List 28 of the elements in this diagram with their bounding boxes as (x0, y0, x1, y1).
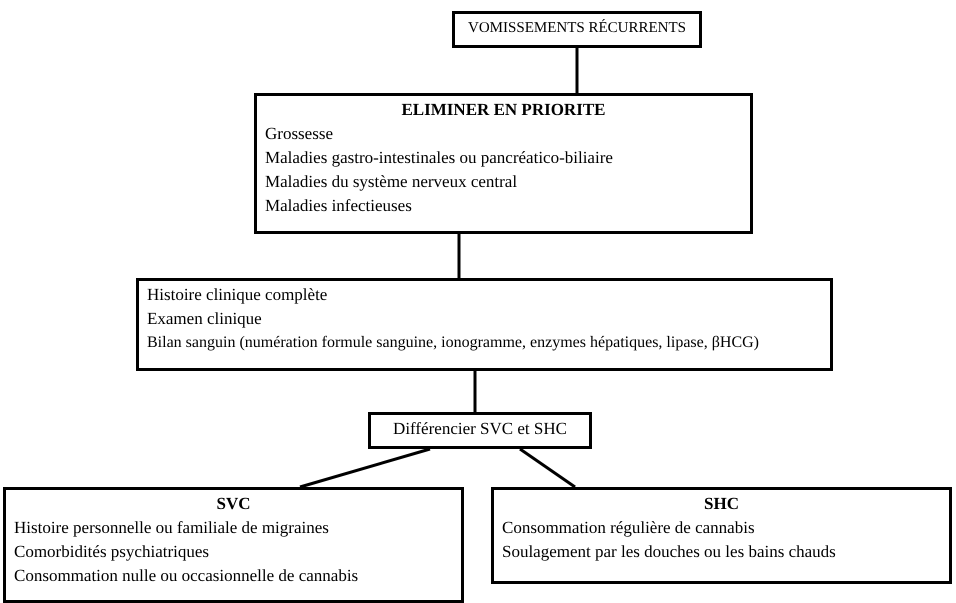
text-box (136, 278, 833, 371)
text-box (3, 487, 464, 603)
box-text: Consommation régulière de cannabis (502, 517, 756, 539)
connector-line (300, 448, 430, 488)
box-text: Examen clinique (147, 308, 263, 330)
box-heading: SVC (215, 493, 252, 515)
box-text: Bilan sanguin (numération formule sanguine, ionogramme, enzymes hépatiques, lipase, βHCG) (147, 333, 760, 353)
box-text: Maladies infectieuses (265, 195, 413, 217)
box-text: Maladies gastro-intestinales ou pancréatico-biliaire (265, 147, 614, 169)
box-text: VOMISSEMENTS RÉCURRENTS (467, 18, 687, 38)
box-text: Maladies du système nerveux central (265, 171, 518, 193)
connector-line (519, 448, 576, 488)
text-box (368, 412, 592, 449)
box-text: Histoire clinique complète (147, 284, 328, 306)
connector-line (576, 48, 578, 93)
box-heading: SHC (703, 493, 740, 515)
text-box (491, 487, 952, 584)
connector-line (474, 371, 476, 412)
connector-line (458, 234, 460, 278)
box-text: Soulagement par les douches ou les bains chauds (502, 541, 837, 563)
text-box (452, 11, 702, 48)
text-box (254, 93, 753, 234)
box-heading: ELIMINER EN PRIORITE (400, 99, 607, 121)
box-text: Histoire personnelle ou familiale de migraines (14, 517, 330, 539)
box-text: Grossesse (265, 123, 334, 145)
box-text: Comorbidités psychiatriques (14, 541, 210, 563)
box-text: Différencier SVC et SHC (392, 418, 568, 440)
box-text: Consommation nulle ou occasionnelle de cannabis (14, 565, 360, 587)
